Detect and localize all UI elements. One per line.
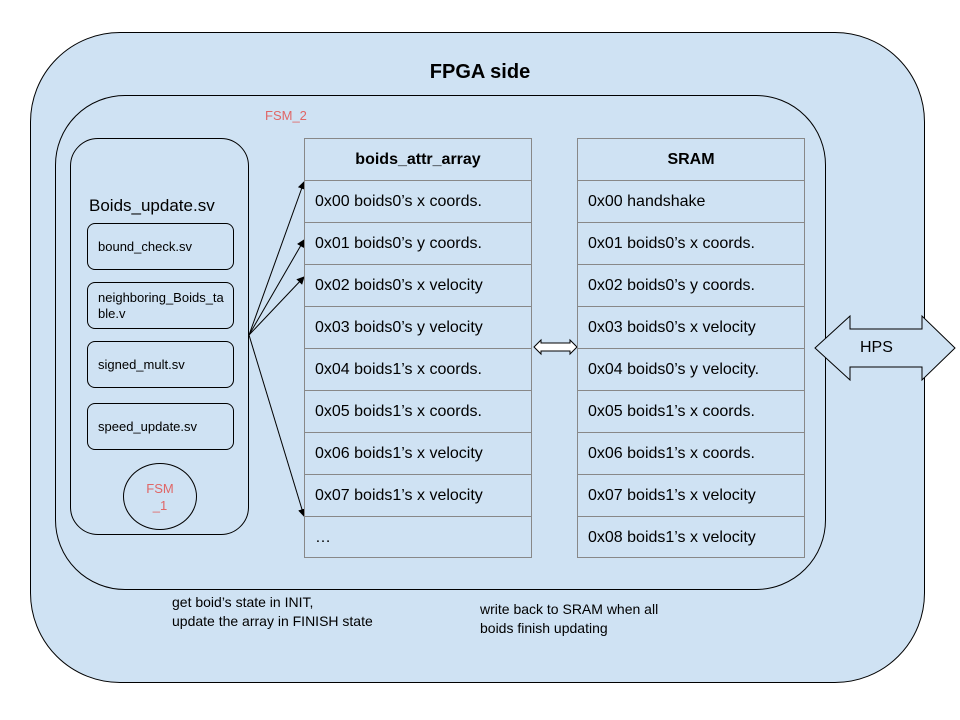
write-back-note: write back to SRAM when all boids finish…: [480, 600, 658, 638]
table-row: …: [315, 529, 331, 546]
arrow-to-row-0: [248, 181, 306, 336]
fsm1-circle: FSM _1: [123, 463, 197, 530]
double-arrow-icon: [533, 338, 578, 356]
init-finish-note: get boid’s state in INIT, update the arr…: [172, 593, 373, 631]
fpga-side-title: FPGA side: [429, 61, 531, 83]
note-line: update the array in FINISH state: [172, 613, 373, 629]
note-line: write back to SRAM when all: [480, 601, 659, 617]
boids-update-module: [70, 138, 249, 535]
table-row: 0x07 boids1’s x velocity: [578, 475, 804, 517]
table-row: 0x05 boids1’s x coords.: [578, 391, 804, 433]
table-row: 0x01 boids0’s y coords.: [305, 223, 531, 265]
table-row: 0x01 boids0’s x coords.: [578, 223, 804, 265]
table-row: 0x04 boids0’s y velocity.: [578, 349, 804, 391]
boids-attr-array-table: boids_attr_array 0x00 boids0’s x coords.…: [304, 138, 532, 558]
table-row: 0x03 boids0’s x velocity: [578, 307, 804, 349]
arrow-to-row-last: [248, 334, 306, 517]
table-row: 0x00 boids0’s x coords.: [305, 181, 531, 223]
submodule-neighboring-boids-table: neighboring_Boids_table.v: [87, 282, 234, 329]
arrow-to-row-1: [248, 239, 305, 336]
table-row: 0x00 handshake: [578, 181, 804, 223]
table-row: 0x08 boids1’s x velocity: [588, 529, 756, 546]
submodule-signed-mult: signed_mult.sv: [87, 341, 234, 388]
note-line: get boid’s state in INIT,: [172, 594, 314, 610]
sram-table: SRAM 0x00 handshake 0x01 boids0’s x coor…: [577, 138, 805, 558]
table-row: 0x03 boids0’s y velocity: [305, 307, 531, 349]
boids-update-title: Boids_update.sv: [89, 196, 215, 215]
table-row: 0x05 boids1’s x coords.: [305, 391, 531, 433]
fsm1-label: FSM _1: [146, 480, 174, 513]
table-header: boids_attr_array: [305, 139, 531, 181]
submodule-speed-update: speed_update.sv: [87, 403, 234, 450]
fsm2-label: FSM_2: [265, 108, 307, 123]
arrow-to-row-2: [248, 276, 305, 336]
table-row: 0x02 boids0’s x velocity: [305, 265, 531, 307]
table-row: 0x02 boids0’s y coords.: [578, 265, 804, 307]
table-row: 0x04 boids1’s x coords.: [305, 349, 531, 391]
table-row: 0x06 boids1’s x velocity: [305, 433, 531, 475]
hps-label: HPS: [860, 339, 893, 356]
submodule-bound-check: bound_check.sv: [87, 223, 234, 270]
table-row: 0x07 boids1’s x velocity: [305, 475, 531, 517]
hps-arrow-icon: [814, 314, 956, 382]
table-row: 0x06 boids1’s x coords.: [578, 433, 804, 475]
note-line: boids finish updating: [480, 620, 608, 636]
table-header: SRAM: [578, 139, 804, 181]
